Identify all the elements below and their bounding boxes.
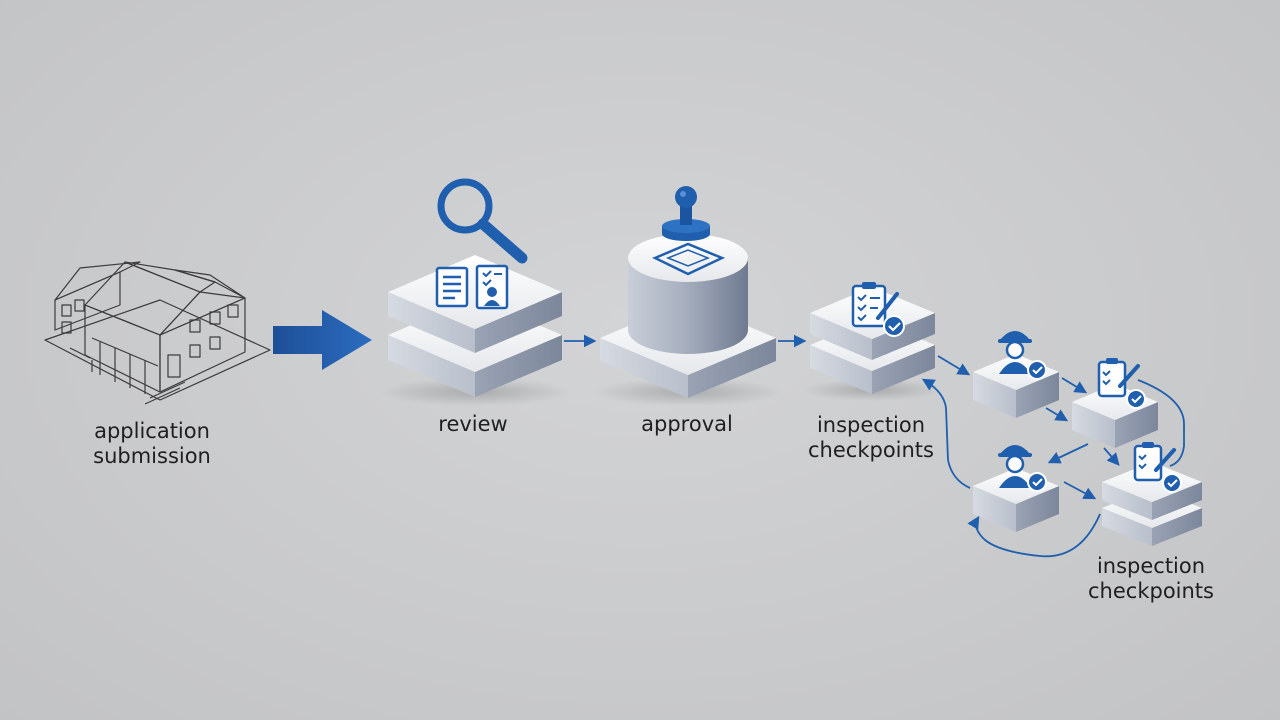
connector-loop-right [1137,379,1185,467]
connector-loop-bottom [967,513,1101,558]
label-line: inspection [816,413,926,437]
house-outline-icon [44,261,271,405]
label-line: submission [93,444,211,468]
connector-clip1-worker2 [1047,443,1089,464]
label-line: checkpoints [808,438,934,462]
connector-worker1-clip1-b [1045,407,1069,422]
clipboard-check-icon [1097,358,1146,409]
magnifying-glass-icon [437,178,528,264]
review-stack [380,255,570,406]
connector-worker2-clip2 [1063,481,1097,500]
label-inspection-checkpoints-sub: inspection checkpoints [1076,554,1226,604]
label-review: review [413,412,533,437]
clipboard-check-icon [1133,442,1182,493]
approval-stack [593,234,783,406]
clipboard-block-2 [1102,462,1202,546]
connector-loop-main [921,378,971,489]
rubber-stamp-icon [651,186,726,276]
connector-clip1-clip2 [1103,447,1120,466]
connector-main-worker1 [937,355,971,376]
label-application-submission: application submission [72,419,232,469]
label-line: checkpoints [1088,579,1214,603]
worker-check-icon [998,445,1047,492]
label-line: approval [641,412,733,436]
label-line: inspection [1096,554,1206,578]
main-flow-arrow [273,310,372,370]
worker-check-icon [998,331,1047,380]
connector-worker1-clip1 [1061,377,1088,394]
label-approval: approval [617,412,757,437]
label-line: application [94,419,210,443]
clipboard-check-icon [851,282,905,337]
label-line: review [438,412,508,436]
documents-icon [435,264,509,310]
label-inspection-checkpoints-main: inspection checkpoints [796,413,946,463]
